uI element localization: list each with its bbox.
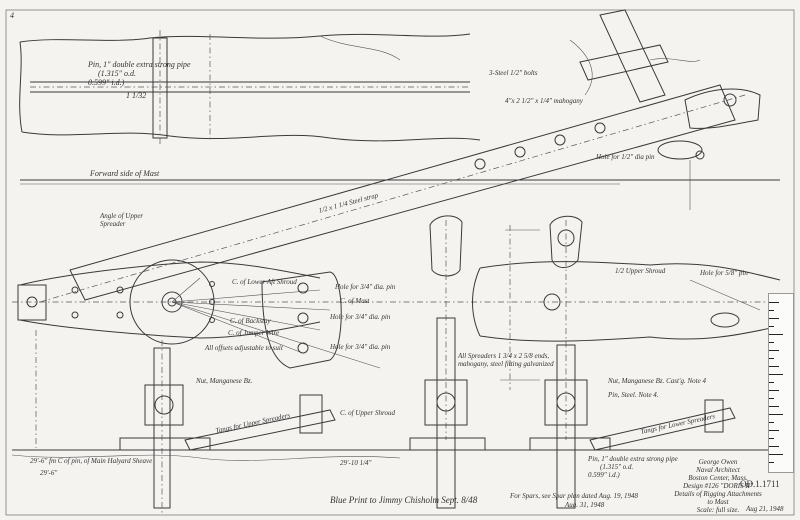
title-line-2: Naval Architect [696, 466, 740, 475]
hole-note: Hole for 1/2" dia pin [596, 153, 655, 161]
c-of-jumper: C. of Jumper Wire [228, 329, 280, 337]
scale-ruler [768, 293, 794, 473]
mast-top-edge [19, 33, 471, 43]
hole-pin-2: Hole for 3/4" dia. pin [330, 313, 391, 321]
title-line-4: Design #126 "DORIS II" [683, 482, 753, 491]
pin-bottom-dims: (1.315" o.d. 0.599" i.d.) [588, 463, 634, 480]
pin-top-label: Pin, 1" double extra strong pipe (1.315"… [88, 60, 191, 88]
pipe-right [556, 344, 576, 509]
pin-steel-label: Pin, Steel. Note 4. [608, 391, 659, 399]
sheet-number: OD.1.1711 [740, 479, 780, 489]
dim-label: 1 1/32 [126, 91, 147, 100]
for-spars-note: For Spars, see Spar plan dated Aug. 19, … [510, 492, 639, 500]
for-spars-date: Aug. 31, 1948 [565, 501, 605, 509]
upper-shroud-label: C. of Upper Shroud [340, 409, 395, 417]
upper-fitting [599, 9, 666, 103]
spreader-end-2 [549, 215, 583, 268]
mast-bottom-edge [21, 131, 481, 142]
through-bolts-label: 4"x 2 1/2" x 1/4" mahogany [505, 97, 583, 105]
sheet-border [5, 9, 795, 516]
c-of-mast: C. of Mast [340, 297, 370, 305]
hole-pin-3: Hole for 3/4" dia. pin [330, 343, 391, 351]
title-date: Aug 21, 1948 [746, 505, 784, 513]
nut-note-label: Nut, Manganese Bz. Cast'g. Note 4 [608, 377, 706, 385]
blue-print-note: Blue Print to Jimmy Chisholm Sept. 8/48 [330, 495, 478, 505]
tang-plate [261, 271, 342, 369]
heel-dim: 29'-6" [40, 469, 58, 477]
angle-upper-spreader: Angle of Upper Spreader [100, 212, 144, 229]
nut-label: Nut, Manganese Bz. [196, 377, 253, 385]
hole-pin-1: Hole for 3/4" dia. pin [335, 283, 396, 291]
steel-bolts-label: 3-Steel 1/2" bolts [489, 69, 538, 77]
c-lower-aft-shroud: C. of Lower Aft Shroud [232, 278, 297, 286]
title-line-6: to Mast [707, 498, 729, 507]
pin-bottom-text: Pin, 1" double extra strong pipe [588, 455, 678, 463]
all-offsets: All offsets adjustable to suit [205, 344, 283, 352]
title-line-3: Boston Center, Mass. [688, 474, 748, 483]
hole-for-pin: Hole for 5/8" pin [700, 269, 748, 277]
title-line-5: Details of Rigging Attachments [674, 490, 762, 499]
spreaders-note: All Spreaders 1 3/4 x 2 5/8 ends, mahoga… [458, 352, 554, 369]
pin-top-dims: (1.315" o.d. 0.599" i.d.) [88, 69, 137, 88]
pipe-middle [436, 317, 456, 509]
title-block: George Owen Naval Architect Boston Cente… [668, 458, 768, 514]
spreader-end-1 [429, 215, 463, 277]
title-line-7: Scale: full size. [696, 506, 740, 515]
dim-bottom-left: 29'-6" fm C of pin, of Main Halyard Shea… [30, 457, 153, 465]
pin-top-text: Pin, 1" double extra strong pipe [88, 60, 191, 69]
shroud-plate-label: 1/2 Upper Shroud [615, 267, 666, 275]
corner-mark: 4 [10, 11, 14, 20]
forward-side-label: Forward side of Mast [90, 169, 160, 178]
title-line-1: George Owen [698, 458, 738, 466]
c-backstay: C. of Backstay [230, 317, 271, 325]
pin-bottom-label: Pin, 1" double extra strong pipe (1.315"… [588, 455, 678, 479]
dim-bottom-mid: 29'-10 1/4" [340, 459, 372, 467]
